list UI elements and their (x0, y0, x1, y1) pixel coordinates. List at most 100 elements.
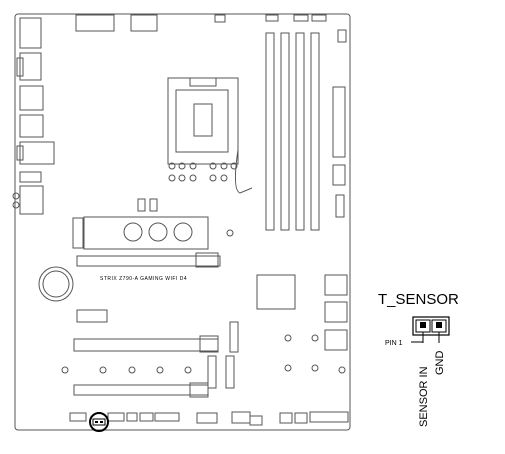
cpu-power-connector (75, 14, 115, 32)
rear-io-port (19, 185, 44, 215)
bottom-header (249, 415, 263, 426)
rear-io-port (19, 141, 55, 165)
header-connector (337, 29, 347, 43)
cpu-mount-hole (178, 162, 186, 170)
usb-header (335, 194, 345, 218)
mount-hole (156, 366, 164, 374)
fan-header (311, 14, 327, 22)
cpu-power-connector (130, 14, 158, 32)
cpu-mount-hole (178, 174, 186, 182)
header-connector (149, 198, 158, 212)
mount-hole (284, 334, 292, 342)
m2-heatsink (83, 216, 209, 250)
cpu-mount-hole (230, 162, 238, 170)
bottom-header (139, 412, 154, 422)
pcie-slot (76, 255, 221, 267)
cpu-mount-hole (220, 162, 228, 170)
cpu-mount-hole (168, 162, 176, 170)
audio-jack (12, 192, 20, 200)
mount-hole (311, 364, 319, 372)
atx-power-connector (332, 86, 346, 158)
pcie-slot-latch (199, 335, 219, 353)
t-sensor-pin-small (100, 421, 103, 423)
header-connector (137, 198, 146, 212)
bottom-header (154, 412, 180, 422)
pin-label-gnd: GND (434, 351, 446, 376)
bottom-header (279, 412, 293, 424)
board-outline (14, 13, 351, 431)
t-sensor-header-small (92, 418, 106, 426)
highlight-circle (89, 412, 109, 432)
pcie-slot-latch (189, 382, 209, 398)
dimm-slot (280, 32, 290, 231)
bottom-header (196, 412, 218, 424)
m2-slot (72, 217, 84, 249)
pin-1-square (420, 322, 426, 328)
sata-port (324, 301, 348, 323)
cpu-socket-lever (234, 149, 253, 194)
m2-standoff (123, 222, 143, 242)
bottom-header (107, 412, 125, 422)
pin1-label: PIN 1 (385, 340, 403, 347)
m2-slot (229, 321, 239, 353)
connector-title: T_SENSOR (378, 291, 459, 308)
bottom-header (294, 412, 308, 424)
fan-header (265, 14, 279, 22)
rear-io-port (19, 17, 42, 49)
cpu-mount-hole (168, 174, 176, 182)
bottom-header (231, 411, 251, 424)
mount-hole (61, 366, 69, 374)
cpu-mount-hole (209, 174, 217, 182)
rear-io-port (16, 145, 24, 161)
dimm-slot (265, 32, 275, 231)
mount-hole (226, 229, 234, 237)
mount-hole (311, 334, 319, 342)
cpu-socket-inner (175, 89, 229, 153)
cmos-battery-rim (42, 270, 70, 298)
t-sensor-board-location (89, 412, 109, 432)
board-model-label: STRIX Z790-A GAMING WIFI D4 (100, 276, 187, 282)
usb-header (332, 164, 346, 186)
mount-hole (128, 366, 136, 374)
cmos-battery (38, 266, 74, 302)
rear-io-port (16, 57, 24, 77)
motherboard (12, 13, 351, 431)
m2-standoff (173, 222, 193, 242)
bios-chip (76, 309, 108, 323)
dimm-slot (295, 32, 305, 231)
m2-slot (207, 355, 217, 389)
t-sensor-callout: T_SENSOR PIN 1 SENSOR IN GND (378, 291, 459, 427)
cpu-mount-hole (189, 162, 197, 170)
pcie-slot (73, 384, 209, 396)
bottom-header (309, 411, 349, 423)
fan-header (293, 14, 309, 22)
cpu-mount-hole (220, 174, 228, 182)
dimm-slot (310, 32, 320, 231)
pin-label-sensor-in: SENSOR IN (418, 366, 430, 427)
rear-io-port (19, 171, 42, 183)
m2-standoff (148, 222, 168, 242)
rear-io-port (19, 85, 44, 111)
pcie-slot (73, 338, 219, 352)
mount-hole (184, 366, 192, 374)
t-sensor-pin-small (95, 421, 98, 423)
bottom-header (69, 412, 87, 422)
audio-jack (12, 201, 20, 209)
pin-2-square (436, 322, 442, 328)
pcie-slot-latch (195, 252, 219, 268)
chipset (256, 274, 296, 310)
rear-io-port (19, 114, 44, 138)
mount-hole (99, 366, 107, 374)
cpu-mount-hole (189, 174, 197, 182)
cpu-socket-die (193, 103, 213, 137)
sata-port (324, 329, 348, 351)
mount-hole (284, 364, 292, 372)
sata-port (324, 274, 348, 296)
cpu-mount-hole (209, 162, 217, 170)
rear-io-port (19, 52, 42, 81)
cpu-socket-clip (189, 77, 217, 87)
mount-hole (338, 366, 346, 374)
fan-header (214, 14, 226, 23)
bottom-header (126, 412, 138, 422)
